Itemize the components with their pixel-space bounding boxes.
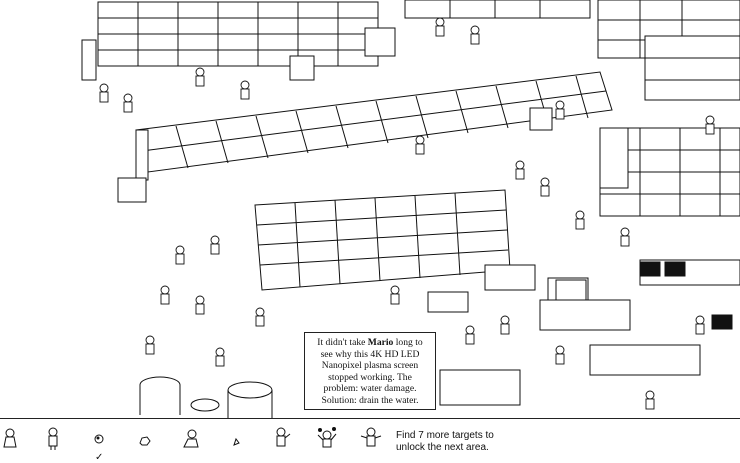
desk-cluster: [439, 259, 740, 406]
shelf-block-top-right: [404, 0, 740, 101]
person-arms-out-icon: [360, 427, 382, 447]
target-slot-9[interactable]: [358, 425, 384, 455]
standing-person-icon: [48, 427, 58, 450]
crate-stacks: [81, 27, 629, 313]
shelf-block-center: [254, 189, 511, 291]
status-line-1: Find 7 more targets to: [396, 430, 494, 441]
small-creature-icon: [94, 434, 104, 444]
targets-remaining-text: Find 7 more targets to unlock the next a…: [396, 430, 494, 454]
found-check-icon: ✓: [95, 452, 104, 463]
crouching-person-icon: [183, 429, 199, 448]
target-slot-1[interactable]: [0, 425, 26, 455]
shelf-block-top: [97, 1, 379, 67]
target-slot-5[interactable]: [178, 425, 204, 455]
crowd: [99, 17, 715, 410]
target-slot-3[interactable]: [86, 425, 112, 455]
target-slot-2[interactable]: [40, 425, 66, 455]
hint-popup: It didn't take Mario long to see why thi…: [304, 332, 436, 410]
plasma-screens: [555, 261, 733, 330]
small-object-icon: [233, 437, 240, 446]
target-slot-7[interactable]: [268, 425, 294, 455]
target-slot-6[interactable]: [224, 425, 250, 455]
person-with-tool-icon: [276, 427, 291, 447]
juggler-icon: [317, 427, 337, 448]
tank-cluster: [139, 376, 273, 418]
target-slot-4[interactable]: [132, 425, 158, 455]
rock-icon: [139, 436, 151, 446]
shelf-row-middle: [135, 71, 613, 181]
hint-character-name: Mario: [367, 337, 394, 348]
status-line-2: unlock the next area.: [396, 442, 489, 453]
hooded-figure-icon: [3, 428, 17, 448]
warehouse-illustration: [81, 0, 740, 418]
hidden-folks-scene[interactable]: It didn't take Mario long to see why thi…: [0, 0, 740, 418]
target-slot-8[interactable]: [314, 425, 340, 455]
target-bar: ✓ Find 7 more targets to unlock the next…: [0, 418, 740, 463]
hint-text-pre: It didn't take: [317, 337, 368, 348]
hint-text-post: long to see why this 4K HD LED Nanopixel…: [320, 337, 423, 406]
